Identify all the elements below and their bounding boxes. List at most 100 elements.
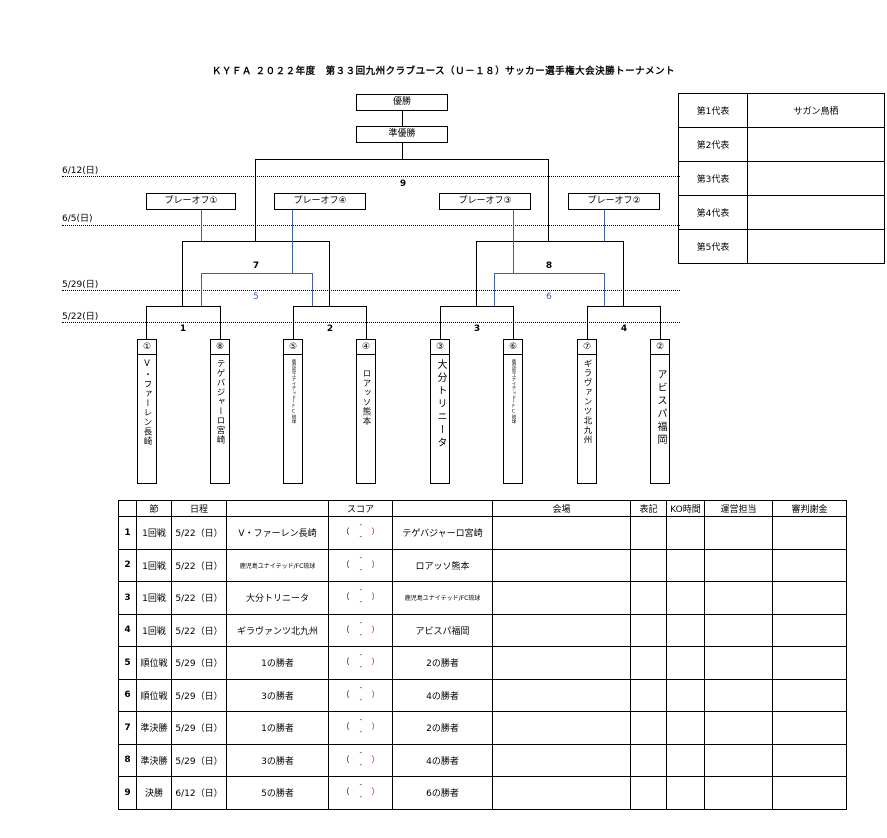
score-close: ） <box>371 754 380 764</box>
score-away: - <box>359 630 363 639</box>
row-venue <box>492 581 631 615</box>
team-box: ⑧ テゲバジャーロ宮崎 <box>210 339 230 484</box>
row-section: 1回戦 <box>136 516 172 550</box>
row-ko-time <box>666 776 705 810</box>
date-label: 6/5(日) <box>62 214 93 224</box>
row-award <box>630 743 667 777</box>
header-section: 節 <box>136 500 172 517</box>
date-line <box>62 176 680 177</box>
row-referee <box>772 516 847 550</box>
row-referee <box>772 711 847 745</box>
representative-label: 第4代表 <box>678 195 748 230</box>
team-name: ロアッソ熊本 <box>361 369 371 426</box>
bracket-line <box>255 159 256 241</box>
playoff-connector <box>201 273 202 306</box>
representative-value <box>747 127 885 162</box>
team-box: ③ 大分トリニータ <box>430 339 450 484</box>
score-home: - <box>359 683 363 692</box>
row-home-team: V・ファーレン長崎 <box>226 516 329 550</box>
representative-row: 第3代表 <box>678 161 885 196</box>
bracket-line <box>220 306 221 339</box>
representative-value <box>747 229 885 264</box>
bracket-line <box>587 306 660 307</box>
representative-value <box>747 195 885 230</box>
row-ko-time <box>666 613 705 647</box>
score-field[interactable]: （--） <box>336 781 386 801</box>
team-name: ギラヴァンツ北九州 <box>582 359 592 445</box>
row-home-team: 3の勝者 <box>226 743 329 777</box>
score-field[interactable]: （--） <box>336 586 386 606</box>
row-referee <box>772 678 847 712</box>
score-field[interactable]: （--） <box>336 716 386 736</box>
row-date: 5/22（日） <box>171 581 227 615</box>
row-away-team: 鹿児島ユナイテッド/FC琉球 <box>392 581 493 615</box>
match-number: 1 <box>179 324 187 334</box>
team-box: ② アビスパ福岡 <box>650 339 670 484</box>
row-home-team: 5の勝者 <box>226 776 329 810</box>
bracket-line <box>182 241 329 242</box>
score-close: ） <box>371 689 380 699</box>
row-date: 5/29（日） <box>171 646 227 680</box>
bracket-line <box>476 241 623 242</box>
row-home-team: 鹿児島ユナイテッド/FC琉球 <box>226 548 329 582</box>
representative-row: 第4代表 <box>678 195 885 230</box>
row-score: （--） <box>328 711 393 745</box>
row-date: 5/22（日） <box>171 548 227 582</box>
score-away: - <box>359 598 363 607</box>
row-away-team: 6の勝者 <box>392 776 493 810</box>
score-close: ） <box>371 624 380 634</box>
row-operation <box>704 581 773 615</box>
row-operation <box>704 548 773 582</box>
playoff-box: プレーオフ① <box>146 193 236 210</box>
team-seed: ⑧ <box>211 340 229 355</box>
row-venue <box>492 678 631 712</box>
score-home: - <box>359 781 363 790</box>
row-home-team: 3の勝者 <box>226 678 329 712</box>
row-award <box>630 646 667 680</box>
playoff-connector <box>201 210 202 241</box>
score-field[interactable]: （--） <box>336 521 386 541</box>
bracket-line <box>402 111 403 126</box>
playoff-connector <box>604 273 605 306</box>
row-venue <box>492 613 631 647</box>
team-seed: ⑦ <box>578 340 596 355</box>
score-field[interactable]: （--） <box>336 651 386 671</box>
bracket-line <box>660 306 661 339</box>
champion-box: 優勝 <box>356 94 448 111</box>
row-score: （--） <box>328 646 393 680</box>
row-score: （--） <box>328 678 393 712</box>
playoff-box: プレーオフ④ <box>274 193 366 210</box>
score-close: ） <box>371 787 380 797</box>
score-open: （ <box>341 722 350 732</box>
score-close: ） <box>371 592 380 602</box>
score-field[interactable]: （--） <box>336 554 386 574</box>
row-referee <box>772 776 847 810</box>
score-field[interactable]: （--） <box>336 619 386 639</box>
bracket-line <box>476 241 477 306</box>
row-operation <box>704 646 773 680</box>
score-field[interactable]: （--） <box>336 749 386 769</box>
bracket-line <box>293 306 366 307</box>
row-operation <box>704 776 773 810</box>
row-home-team: 大分トリニータ <box>226 581 329 615</box>
score-open: （ <box>341 624 350 634</box>
date-label: 6/12(日) <box>62 166 99 176</box>
header-no <box>118 500 137 517</box>
row-referee <box>772 743 847 777</box>
match-number: 4 <box>620 324 628 334</box>
score-field[interactable]: （--） <box>336 684 386 704</box>
row-number: 1 <box>118 516 137 550</box>
header-home <box>226 500 329 517</box>
team-name: 鹿児島ユナイテッド/FC琉球 <box>291 359 296 424</box>
date-line <box>62 290 680 291</box>
schedule-header-row: 節 日程 スコア 会場 表記 KO時間 運営担当 審判謝金 <box>118 500 847 517</box>
row-referee <box>772 548 847 582</box>
score-close: ） <box>371 657 380 667</box>
row-award <box>630 613 667 647</box>
score-open: （ <box>341 787 350 797</box>
